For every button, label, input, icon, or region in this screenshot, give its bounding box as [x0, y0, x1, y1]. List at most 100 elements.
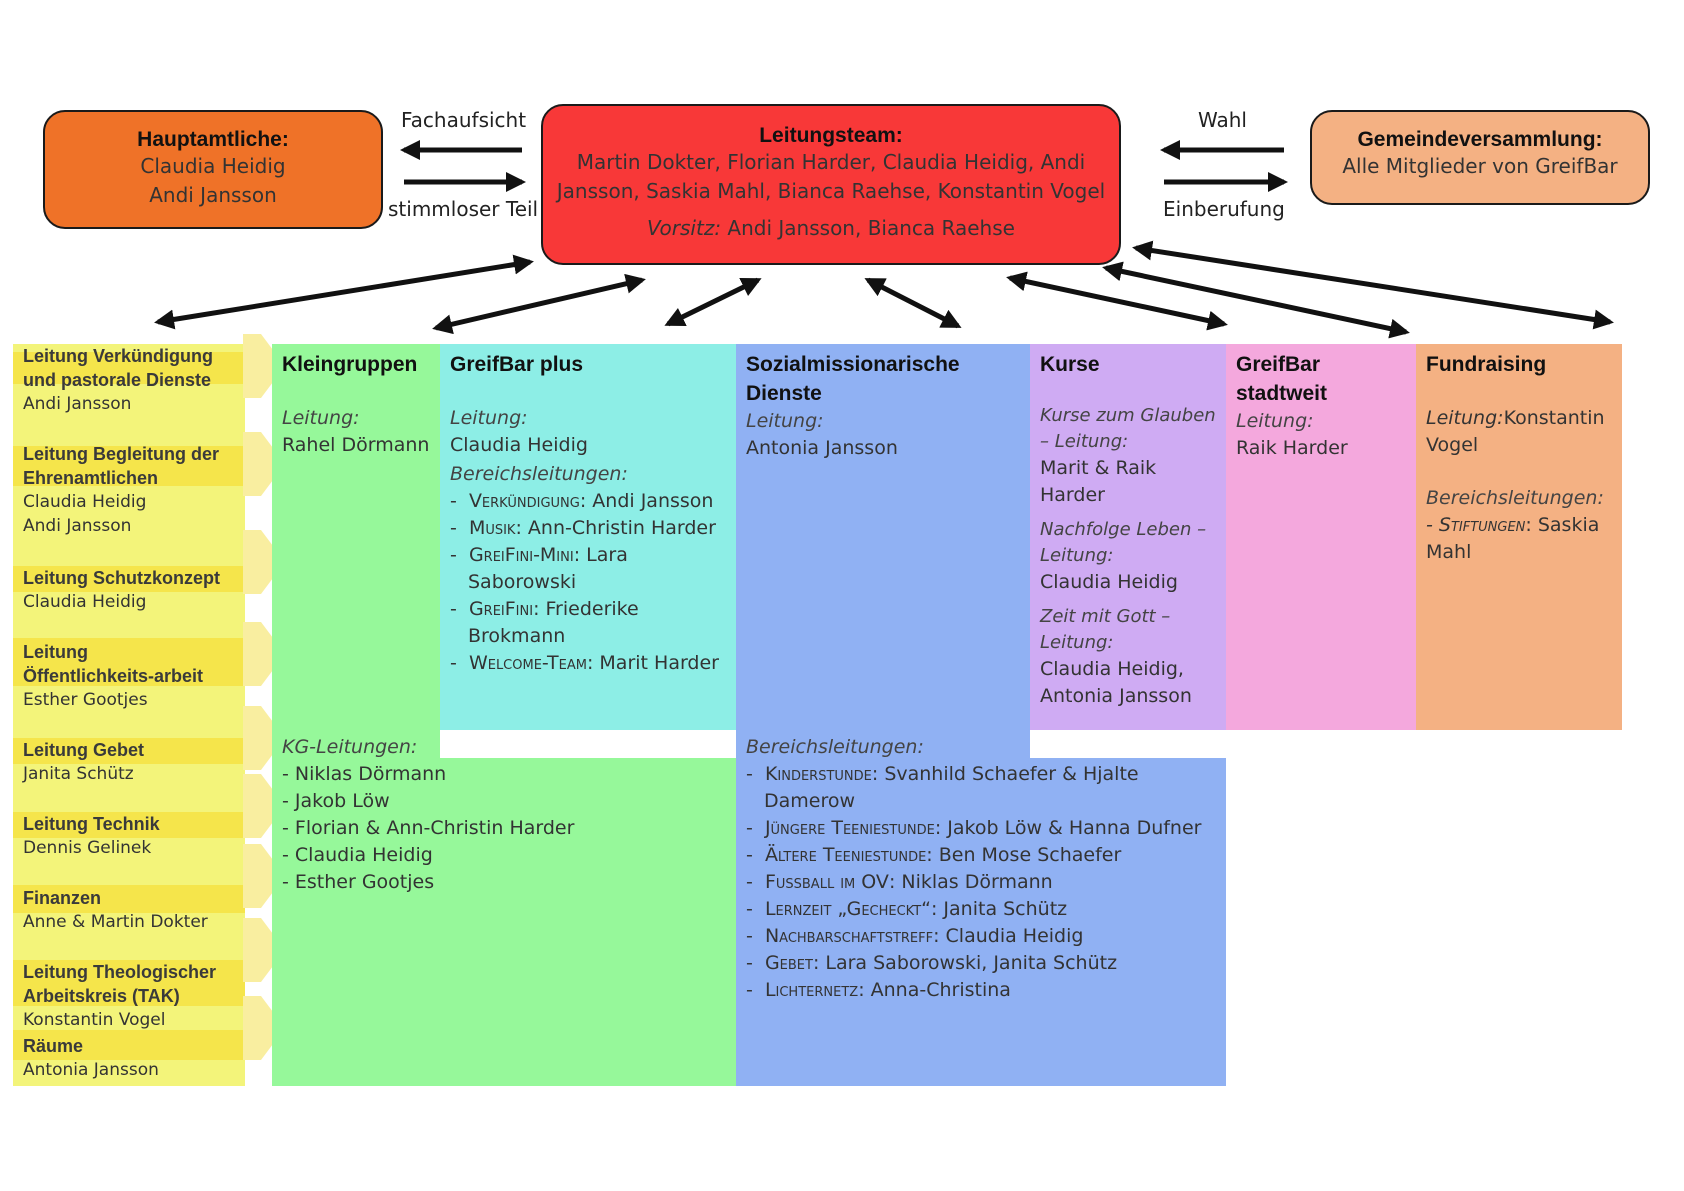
kurse-title: Kurse	[1040, 353, 1100, 376]
sidebar-item-person: Janita Schütz	[23, 764, 134, 784]
kg-leitungen-section: KG-Leitungen: - Niklas Dörmann - Jakob L…	[272, 728, 712, 902]
gemeinde-title: Gemeindeversammlung:	[1357, 128, 1603, 151]
kurse-bg	[1030, 344, 1226, 730]
hauptamtliche-person-1: Claudia Heidig	[140, 154, 286, 178]
sidebar-chevrons	[243, 334, 285, 1060]
greifbarplus-leitung-label: Leitung:	[450, 407, 528, 429]
list-item: - GreiFini: Friederike Brokmann	[450, 598, 639, 647]
list-item: - Lernzeit „Gecheckt“: Janita Schütz	[746, 898, 1068, 920]
arrow-to-sozial	[864, 277, 962, 329]
fundraising-item-area: - Stiftungen	[1426, 514, 1526, 536]
sidebar-item-finanzen: Finanzen Anne & Martin Dokter	[13, 886, 245, 934]
list-item: - GreiFini-Mini: Lara Saborowski	[450, 544, 628, 593]
chevron-arrow-icon	[243, 844, 285, 908]
stadtweit-column: GreifBar stadtweit Leitung: Raik Harder	[1226, 344, 1416, 468]
sozial-leitung-label: Leitung:	[746, 410, 824, 432]
chevron-arrow-icon	[243, 622, 285, 686]
sozial-bereich-section: Bereichsleitungen: - Kinderstunde: Svanh…	[736, 728, 1216, 1010]
sidebar-item-person: Anne & Martin Dokter	[23, 912, 208, 932]
arrow-to-sidebar	[154, 254, 534, 330]
sidebar-band	[13, 960, 245, 1006]
leitungsteam-vorsitz: Vorsitz: Andi Jansson, Bianca Raehse	[543, 214, 1119, 243]
fundraising-leitung: Leitung:Konstantin Vogel	[1426, 405, 1616, 459]
list-item: - Florian & Ann-Christin Harder	[282, 817, 575, 839]
sidebar-item-schutzkonzept: Leitung Schutzkonzept Claudia Heidig	[13, 566, 245, 614]
sidebar-item-person: Andi Jansson	[23, 516, 132, 536]
sidebar-item-technik: Leitung Technik Dennis Gelinek	[13, 812, 245, 860]
arrow-to-kleingruppen	[432, 273, 646, 335]
greifbarplus-column: GreifBar plus Leitung: Claudia Heidig Be…	[440, 344, 736, 683]
list-item: - Ältere Teeniestunde: Ben Mose Schaefer	[746, 844, 1122, 866]
list-item: - Kinderstunde: Svanhild Schaefer & Hjal…	[746, 763, 1139, 812]
greifbarplus-title: GreifBar plus	[450, 353, 584, 376]
vorsitz-label: Vorsitz:	[647, 216, 722, 240]
kurse-column: Kurse Kurse zum Glauben – Leitung: Marit…	[1030, 344, 1226, 716]
greifbarplus-bg	[440, 344, 736, 730]
list-item: - Lichternetz: Anna-Christina	[746, 979, 1011, 1001]
fundraising-bg	[1416, 344, 1622, 730]
list-item: - Verkündigung: Andi Jansson	[450, 490, 714, 512]
sozial-bereich-label: Bereichsleitungen:	[746, 736, 924, 758]
fundraising-bereich-label: Bereichsleitungen:	[1426, 487, 1604, 509]
sidebar-item-person: Konstantin Vogel	[23, 1010, 166, 1030]
kurse-group-people: Claudia Heidig	[1040, 571, 1178, 593]
greifbarplus-bereich-label: Bereichsleitungen:	[450, 463, 628, 485]
chevron-arrow-icon	[243, 334, 285, 398]
sidebar-item-raeume: Räume Antonia Jansson	[13, 1034, 245, 1082]
fundraising-leitung-name: Konstantin Vogel	[1426, 407, 1605, 456]
chevron-arrow-icon	[243, 432, 285, 496]
sidebar-item-title: Leitung Technik	[23, 814, 160, 834]
gemeindeversammlung-box: Gemeindeversammlung: Alle Mitglieder von…	[1310, 110, 1650, 205]
sidebar-band	[13, 638, 245, 686]
chevron-arrow-icon	[243, 918, 285, 982]
label-einberufung: Einberufung	[1163, 197, 1285, 221]
arrow-to-greifbarplus	[664, 277, 762, 327]
list-item: - Jakob Löw	[282, 790, 390, 812]
greifbarplus-list: - Verkündigung: Andi Jansson - Musik: An…	[450, 488, 726, 677]
sidebar-item-person: Esther Gootjes	[23, 690, 148, 710]
list-item: - Nachbarschaftstreff: Claudia Heidig	[746, 925, 1084, 947]
list-item: - Esther Gootjes	[282, 871, 435, 893]
kleingruppen-column: Kleingruppen Leitung: Rahel Dörmann	[272, 344, 440, 465]
hauptamtliche-box: Hauptamtliche: Claudia Heidig Andi Janss…	[43, 110, 383, 229]
gemeinde-members: Alle Mitglieder von GreifBar	[1342, 154, 1618, 178]
list-item: - Fussball im OV: Niklas Dörmann	[746, 871, 1053, 893]
sidebar-item-person: Claudia Heidig	[23, 592, 147, 612]
sozial-title: Sozialmissionarische Dienste	[746, 353, 960, 405]
sidebar-item-title: Leitung Gebet	[23, 740, 144, 760]
kurse-group-people: Marit & Raik Harder	[1040, 457, 1157, 506]
chevron-arrow-icon	[243, 996, 285, 1060]
list-item: - Gebet: Lara Saborowski, Janita Schütz	[746, 952, 1118, 974]
sidebar-item-title: Leitung Begleitung der Ehrenamtlichen	[23, 444, 219, 488]
kleingruppen-bg-bottom	[440, 758, 736, 1086]
sidebar-item-gebet: Leitung Gebet Janita Schütz	[13, 738, 245, 786]
kurse-group-label: Zeit mit Gott – Leitung:	[1040, 606, 1171, 653]
sidebar-item-title: Leitung Verkündigung und pastorale Diens…	[23, 346, 213, 390]
fundraising-leitung-label: Leitung:	[1426, 407, 1504, 429]
label-stimmloser-teil: stimmloser Teil	[388, 197, 539, 221]
leitungsteam-members-line-1: Martin Dokter, Florian Harder, Claudia H…	[576, 150, 1086, 174]
greifbarplus-leitung: Claudia Heidig	[450, 434, 588, 456]
chevron-arrow-icon	[243, 774, 285, 838]
sozial-leitung: Antonia Jansson	[746, 437, 898, 459]
fundraising-title: Fundraising	[1426, 353, 1547, 376]
leitungsteam-box: Leitungsteam: Martin Dokter, Florian Har…	[541, 104, 1121, 265]
sozial-bg	[736, 344, 1030, 1086]
leitungsteam-members-line-2: Jansson, Saskia Mahl, Bianca Raehse, Kon…	[556, 179, 1106, 203]
chevron-arrow-icon	[243, 706, 285, 770]
label-wahl: Wahl	[1198, 108, 1247, 132]
list-item: - Welcome-Team: Marit Harder	[450, 652, 719, 674]
kleingruppen-leitung-label: Leitung:	[282, 407, 360, 429]
list-item: - Jüngere Teeniestunde: Jakob Löw & Hann…	[746, 817, 1202, 839]
sidebar-item-oeffentlichkeit: Leitung Öffentlichkeits-arbeit Esther Go…	[13, 640, 245, 712]
sidebar-item-ehrenamtliche: Leitung Begleitung der Ehrenamtlichen Cl…	[13, 442, 245, 538]
sidebar-band	[13, 885, 245, 913]
fundraising-column: Fundraising Leitung:Konstantin Vogel Ber…	[1416, 344, 1622, 572]
kg-leitungen-list: - Niklas Dörmann - Jakob Löw - Florian &…	[282, 761, 702, 896]
arrow-to-stadtweit	[1102, 261, 1410, 339]
sozial-bg-extension	[1030, 758, 1226, 1086]
leitungsteam-title: Leitungsteam:	[759, 124, 903, 147]
kleingruppen-leitung: Rahel Dörmann	[282, 434, 430, 456]
label-fachaufsicht: Fachaufsicht	[401, 108, 527, 132]
kleingruppen-bg-left	[272, 344, 440, 1086]
